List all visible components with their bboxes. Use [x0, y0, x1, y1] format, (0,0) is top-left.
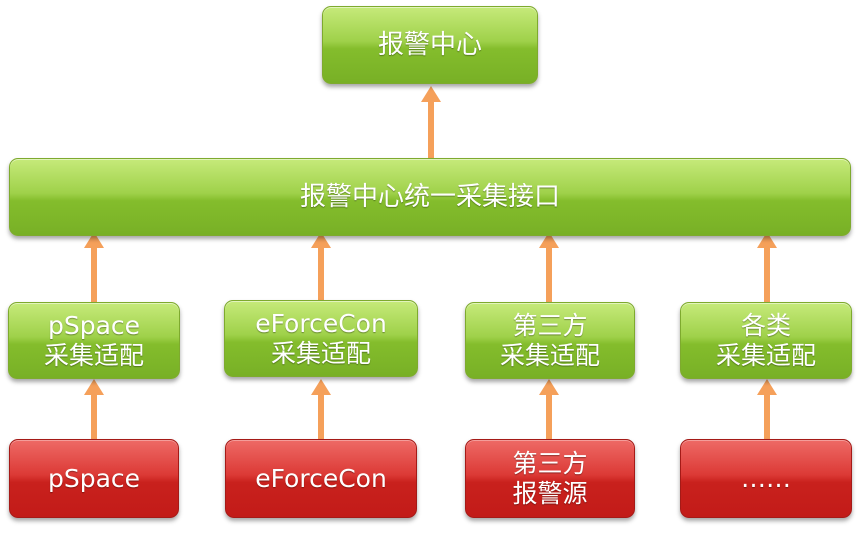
adapter-line2: 采集适配 [499, 340, 600, 370]
adapter-line2: 采集适配 [715, 340, 816, 370]
source-node-third-party: 第三方 报警源 [465, 439, 635, 518]
source-line1: …… [741, 463, 791, 493]
unified-interface-label: 报警中心统一采集接口 [299, 181, 560, 212]
arrow-adapter-4-to-interface [757, 232, 777, 302]
source-line1: 第三方 [512, 449, 588, 478]
source-node-eforcecon: eForceCon [225, 439, 417, 518]
arrow-source-4-to-adapter-4 [757, 379, 777, 439]
source-node-pspace: pSpace [9, 439, 179, 518]
adapter-node-pspace: pSpace 采集适配 [8, 302, 180, 379]
arrow-source-3-to-adapter-3 [539, 379, 559, 439]
adapter-node-eforcecon: eForceCon 采集适配 [224, 300, 418, 377]
source-line1: eForceCon [255, 463, 387, 493]
arrow-source-2-to-adapter-2 [311, 379, 331, 439]
adapter-line1: eForceCon [255, 309, 387, 338]
adapter-node-various: 各类 采集适配 [680, 302, 852, 379]
arrow-adapter-2-to-interface [311, 232, 331, 300]
adapter-line1: 第三方 [512, 311, 588, 340]
source-line2: 报警源 [512, 478, 588, 508]
alarm-center-label: 报警中心 [377, 29, 482, 60]
arrow-source-1-to-adapter-1 [84, 379, 104, 439]
adapter-line1: pSpace [47, 311, 141, 340]
adapter-line1: 各类 [740, 311, 791, 340]
adapter-line2: 采集适配 [43, 340, 144, 370]
arrow-adapter-1-to-interface [84, 232, 104, 302]
alarm-center-node: 报警中心 [322, 6, 538, 84]
arrow-interface-to-center [421, 86, 441, 160]
source-line1: pSpace [47, 463, 141, 493]
source-node-others: …… [680, 439, 852, 518]
adapter-node-third-party: 第三方 采集适配 [465, 302, 635, 379]
unified-interface-node: 报警中心统一采集接口 [9, 158, 851, 236]
adapter-line2: 采集适配 [270, 338, 371, 368]
arrow-adapter-3-to-interface [539, 232, 559, 302]
